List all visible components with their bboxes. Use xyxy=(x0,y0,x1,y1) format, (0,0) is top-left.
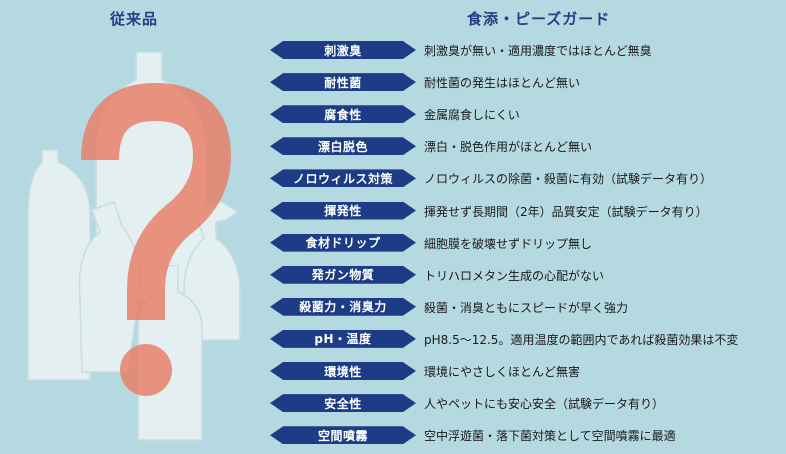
comparison-row: 殺菌力・消臭力殺菌・消臭ともにスピードが早く強力 xyxy=(0,294,786,320)
feature-arrow-label: ノロウィルス対策 xyxy=(270,169,416,188)
feature-arrow-label: 刺激臭 xyxy=(270,41,416,59)
comparison-row: 安全性人やペットにも安心安全（試験データ有り） xyxy=(0,390,786,416)
product-heading: 食添・ピーズガード xyxy=(467,10,611,28)
feature-description: 漂白・脱色作用がほとんど無い xyxy=(424,140,593,155)
feature-arrow-label: 揮発性 xyxy=(270,201,416,220)
feature-description: 金属腐食しにくい xyxy=(424,108,520,123)
bottles-question-illustration xyxy=(27,51,241,441)
comparison-row: 漂白脱色漂白・脱色作用がほとんど無い xyxy=(0,133,786,159)
feature-arrow-label: 食材ドリップ xyxy=(270,233,416,252)
feature-description: 人やペットにも安心安全（試験データ有り） xyxy=(424,397,665,412)
feature-description: 環境にやさしくほとんど無害 xyxy=(424,365,581,379)
feature-description: 耐性菌の発生はほとんど無い xyxy=(424,76,581,91)
feature-arrow-label: 耐性菌 xyxy=(270,73,416,92)
feature-description: 空中浮遊菌・落下菌対策として空間噴霧に最適 xyxy=(424,429,676,444)
feature-arrow-label: 漂白脱色 xyxy=(270,137,416,156)
feature-arrow-label: 安全性 xyxy=(270,394,416,413)
feature-description: 殺菌・消臭ともにスピードが早く強力 xyxy=(424,300,629,315)
comparison-row: 揮発性揮発せず長期間（2年）品質安定（試験データ有り） xyxy=(0,198,786,224)
comparison-row: ノロウィルス対策ノロウィルスの除菌・殺菌に有効（試験データ有り） xyxy=(0,165,786,191)
comparison-row: 発ガン物質トリハロメタン生成の心配がない xyxy=(0,262,786,288)
comparison-row: 環境性環境にやさしくほとんど無害 xyxy=(0,358,786,384)
feature-description: トリハロメタン生成の心配がない xyxy=(424,268,605,283)
comparison-row: 腐食性金属腐食しにくい xyxy=(0,101,786,127)
feature-description: 刺激臭が無い・適用濃度ではほとんど無臭 xyxy=(424,44,652,58)
feature-description: pH8.5～12.5。適用温度の範囲内であれば殺菌効果は不変 xyxy=(424,332,739,347)
feature-arrow-label: 空間噴霧 xyxy=(270,426,416,445)
comparison-row: 耐性菌耐性菌の発生はほとんど無い xyxy=(0,69,786,95)
feature-arrow-label: 発ガン物質 xyxy=(270,265,416,284)
feature-arrow-label: pH・温度 xyxy=(270,329,416,348)
feature-description: 揮発せず長期間（2年）品質安定（試験データ有り） xyxy=(424,204,708,219)
feature-description: 細胞膜を破壊せずドリップ無し xyxy=(424,236,593,251)
feature-arrow-label: 環境性 xyxy=(270,362,416,380)
feature-arrow-label: 殺菌力・消臭力 xyxy=(270,297,416,316)
conventional-heading: 従来品 xyxy=(110,10,159,28)
comparison-row: 食材ドリップ細胞膜を破壊せずドリップ無し xyxy=(0,230,786,256)
comparison-row: pH・温度 pH8.5～12.5。適用温度の範囲内であれば殺菌効果は不変 xyxy=(0,326,786,352)
feature-arrow-label: 腐食性 xyxy=(270,105,416,124)
feature-description: ノロウィルスの除菌・殺菌に有効（試験データ有り） xyxy=(424,172,713,187)
comparison-row: 空間噴霧空中浮遊菌・落下菌対策として空間噴霧に最適 xyxy=(0,422,786,448)
comparison-row: 刺激臭刺激臭が無い・適用濃度ではほとんど無臭 xyxy=(0,37,786,63)
